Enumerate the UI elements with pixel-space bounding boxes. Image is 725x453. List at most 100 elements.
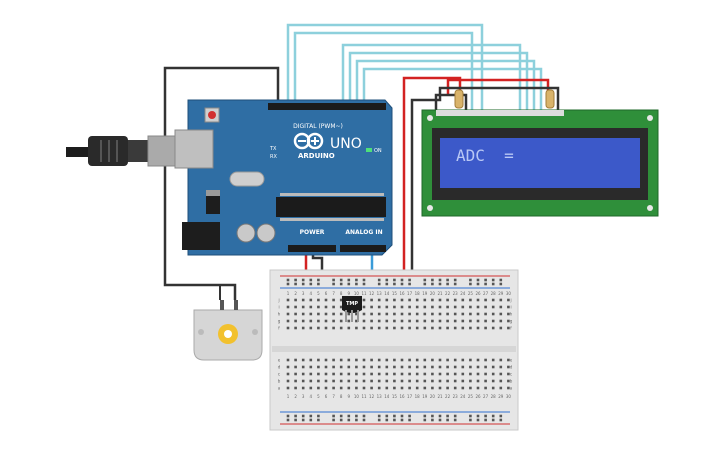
terminal-hole[interactable] xyxy=(507,358,510,362)
terminal-hole[interactable] xyxy=(370,358,373,362)
terminal-hole[interactable] xyxy=(476,379,480,383)
terminal-hole[interactable] xyxy=(446,312,449,316)
terminal-hole[interactable] xyxy=(309,379,313,383)
terminal-hole[interactable] xyxy=(317,319,320,323)
rail-hole[interactable] xyxy=(423,278,427,282)
terminal-hole[interactable] xyxy=(362,319,366,323)
terminal-hole[interactable] xyxy=(507,386,510,390)
terminal-hole[interactable] xyxy=(476,365,480,369)
lcd-wire-2[interactable] xyxy=(293,31,474,110)
terminal-hole[interactable] xyxy=(385,365,389,369)
terminal-hole[interactable] xyxy=(491,386,495,390)
terminal-hole[interactable] xyxy=(301,319,305,323)
terminal-hole[interactable] xyxy=(332,312,335,316)
analog-header[interactable] xyxy=(340,245,386,252)
rail-hole[interactable] xyxy=(484,282,487,286)
terminal-hole[interactable] xyxy=(431,305,434,309)
terminal-hole[interactable] xyxy=(332,326,335,330)
terminal-hole[interactable] xyxy=(484,358,487,362)
terminal-hole[interactable] xyxy=(431,386,434,390)
terminal-hole[interactable] xyxy=(484,379,487,383)
terminal-hole[interactable] xyxy=(309,312,313,316)
terminal-hole[interactable] xyxy=(438,379,442,383)
terminal-hole[interactable] xyxy=(423,305,427,309)
terminal-hole[interactable] xyxy=(431,298,434,302)
terminal-hole[interactable] xyxy=(324,312,328,316)
rail-hole[interactable] xyxy=(309,414,313,418)
rail-hole[interactable] xyxy=(377,282,381,286)
terminal-hole[interactable] xyxy=(476,312,480,316)
rail-hole[interactable] xyxy=(317,418,320,422)
terminal-hole[interactable] xyxy=(507,319,510,323)
lcd-wire-4[interactable] xyxy=(348,51,529,110)
terminal-hole[interactable] xyxy=(362,312,366,316)
terminal-hole[interactable] xyxy=(377,312,381,316)
terminal-hole[interactable] xyxy=(286,372,290,376)
terminal-hole[interactable] xyxy=(469,305,472,309)
terminal-hole[interactable] xyxy=(301,326,305,330)
rail-hole[interactable] xyxy=(347,278,351,282)
terminal-hole[interactable] xyxy=(461,319,465,323)
breadboard[interactable]: 1122334455667788991010111112121313141415… xyxy=(269,269,519,431)
terminal-hole[interactable] xyxy=(423,298,427,302)
terminal-hole[interactable] xyxy=(476,386,480,390)
rail-hole[interactable] xyxy=(408,414,411,418)
rail-hole[interactable] xyxy=(347,282,351,286)
terminal-hole[interactable] xyxy=(476,305,480,309)
terminal-hole[interactable] xyxy=(415,379,419,383)
terminal-hole[interactable] xyxy=(469,386,472,390)
dc-motor[interactable] xyxy=(193,300,263,361)
terminal-hole[interactable] xyxy=(423,386,427,390)
terminal-hole[interactable] xyxy=(362,305,366,309)
terminal-hole[interactable] xyxy=(347,386,351,390)
terminal-hole[interactable] xyxy=(339,312,343,316)
terminal-hole[interactable] xyxy=(438,298,442,302)
terminal-hole[interactable] xyxy=(317,365,320,369)
terminal-hole[interactable] xyxy=(400,386,404,390)
rail-hole[interactable] xyxy=(301,282,305,286)
terminal-hole[interactable] xyxy=(446,372,449,376)
rail-hole[interactable] xyxy=(400,418,404,422)
terminal-hole[interactable] xyxy=(438,365,442,369)
terminal-hole[interactable] xyxy=(370,312,373,316)
terminal-hole[interactable] xyxy=(309,319,313,323)
terminal-hole[interactable] xyxy=(294,319,297,323)
terminal-hole[interactable] xyxy=(491,312,495,316)
terminal-hole[interactable] xyxy=(469,326,472,330)
terminal-hole[interactable] xyxy=(438,305,442,309)
terminal-hole[interactable] xyxy=(453,319,457,323)
terminal-hole[interactable] xyxy=(324,365,328,369)
rail-hole[interactable] xyxy=(491,418,495,422)
terminal-hole[interactable] xyxy=(453,386,457,390)
rail-hole[interactable] xyxy=(362,282,366,286)
terminal-hole[interactable] xyxy=(355,319,358,323)
terminal-hole[interactable] xyxy=(415,326,419,330)
terminal-hole[interactable] xyxy=(423,358,427,362)
terminal-hole[interactable] xyxy=(446,319,449,323)
digital-header[interactable] xyxy=(268,103,386,110)
terminal-hole[interactable] xyxy=(400,319,404,323)
terminal-hole[interactable] xyxy=(286,379,290,383)
rail-hole[interactable] xyxy=(317,414,320,418)
terminal-hole[interactable] xyxy=(469,372,472,376)
terminal-hole[interactable] xyxy=(355,312,358,316)
terminal-hole[interactable] xyxy=(476,372,480,376)
rail-hole[interactable] xyxy=(408,278,411,282)
terminal-hole[interactable] xyxy=(408,326,411,330)
terminal-hole[interactable] xyxy=(461,365,465,369)
terminal-hole[interactable] xyxy=(423,319,427,323)
rail-hole[interactable] xyxy=(339,414,343,418)
terminal-hole[interactable] xyxy=(347,319,351,323)
terminal-hole[interactable] xyxy=(393,305,396,309)
rail-hole[interactable] xyxy=(332,278,335,282)
terminal-hole[interactable] xyxy=(377,379,381,383)
rail-hole[interactable] xyxy=(339,278,343,282)
terminal-hole[interactable] xyxy=(294,365,297,369)
rail-hole[interactable] xyxy=(408,282,411,286)
rail-hole[interactable] xyxy=(332,414,335,418)
terminal-hole[interactable] xyxy=(507,326,510,330)
terminal-hole[interactable] xyxy=(385,326,389,330)
terminal-hole[interactable] xyxy=(453,379,457,383)
rail-hole[interactable] xyxy=(408,418,411,422)
terminal-hole[interactable] xyxy=(469,298,472,302)
